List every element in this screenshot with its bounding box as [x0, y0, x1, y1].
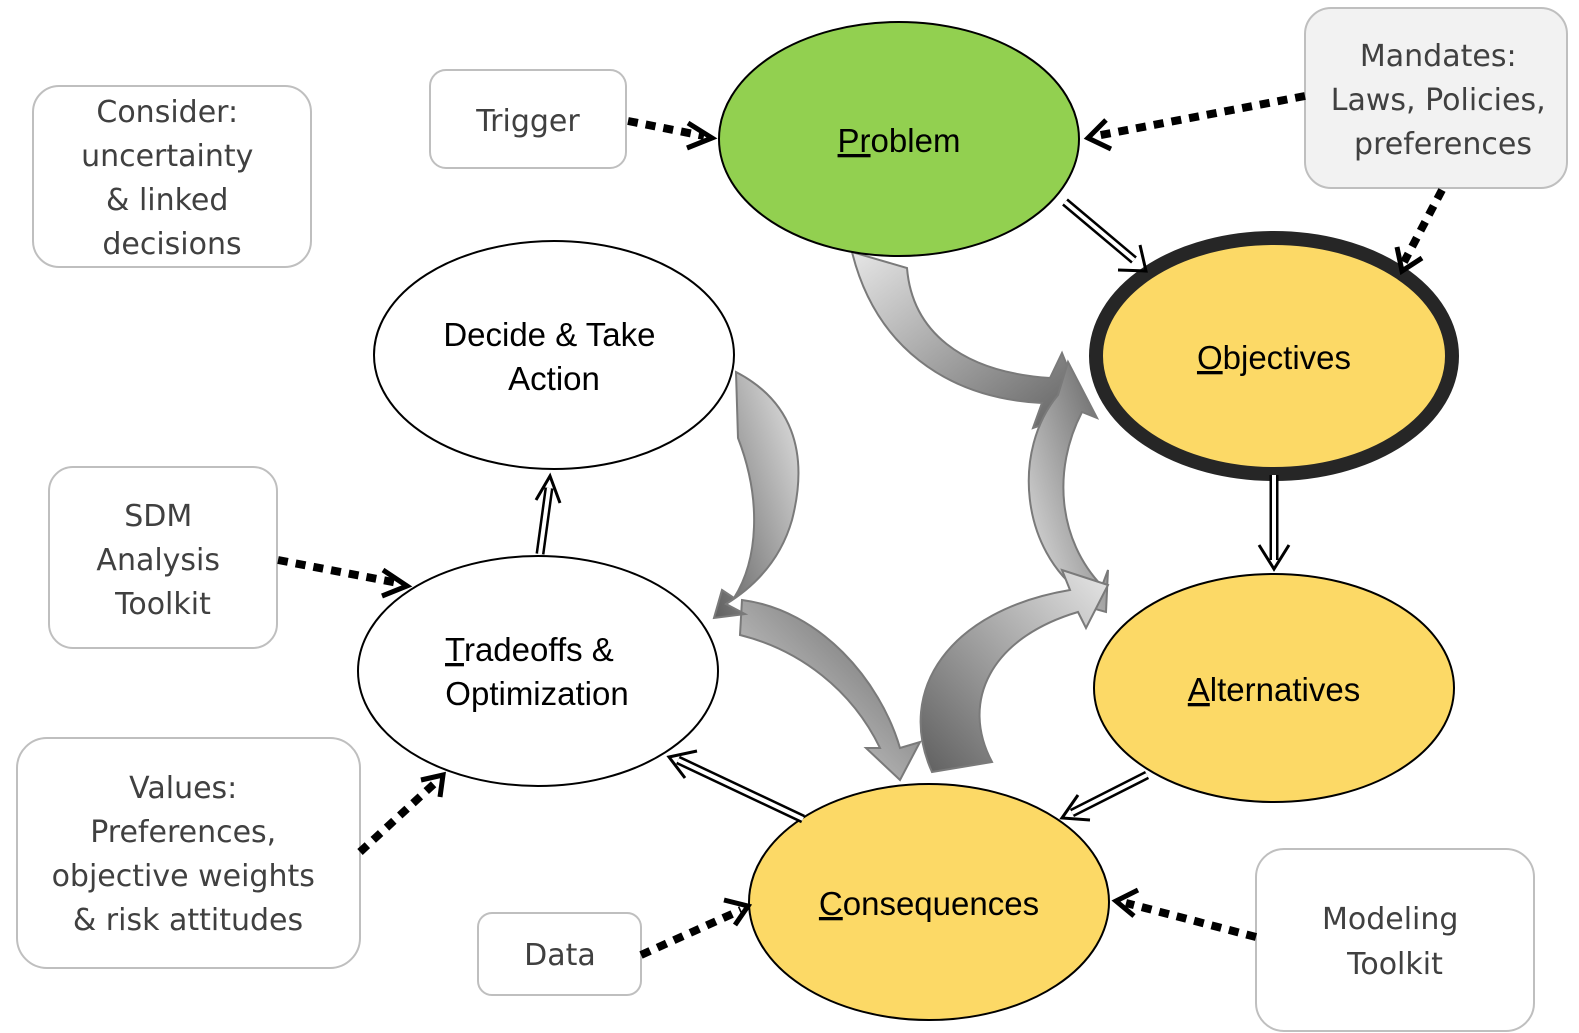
dotted-arrow-trigger-to-problem	[627, 117, 718, 151]
arrow-objectives-to-alternatives	[1257, 475, 1291, 572]
modeling-toolkit-box: Modeling Toolkit	[1255, 848, 1535, 1032]
consequences-node: Consequences	[748, 783, 1110, 1021]
alternatives-node: Alternatives	[1093, 573, 1455, 803]
consider-box: Consider: uncertainty & linked decisions	[32, 85, 312, 268]
curved-arrow-problem-to-objectives	[850, 250, 1087, 430]
dotted-arrow-data-to-consequences	[639, 897, 753, 959]
svg-text:Modeling Toolkit: Modeling Toolkit	[1322, 902, 1468, 982]
dotted-arrow-values-to-tradeoffs	[357, 771, 446, 855]
svg-text:Decide & Take Action: Decide & Take Action	[443, 316, 664, 397]
mandates-box: Mandates: Laws, Policies, preferences	[1304, 7, 1568, 189]
dotted-arrow-sdm-to-tradeoffs	[277, 556, 413, 599]
svg-text:Values: Preferences,: Values: Preferences, objective weights &…	[52, 771, 325, 938]
svg-text:Mandates: Laws, Policies: Mandates: Laws, Policies, preferences	[1331, 39, 1555, 162]
arrow-problem-to-objectives	[1062, 198, 1148, 273]
tradeoffs-node: Tradeoffs & Optimization	[357, 555, 719, 787]
svg-text:Tradeoffs & Optimization: Tradeoffs & Optimization	[445, 631, 629, 712]
curved-arrow-tradeoffs-to-decide	[712, 370, 800, 620]
svg-text:Alternatives: Alternatives	[1188, 671, 1360, 708]
values-box: Values: Preferences, objective weights &…	[16, 737, 361, 969]
arrow-tradeoffs-to-decide	[534, 472, 562, 555]
svg-text:Objectives: Objectives	[1197, 339, 1351, 376]
problem-node: Problem	[718, 21, 1080, 257]
svg-text:Trigger: Trigger	[475, 104, 580, 139]
trigger-box: Trigger	[429, 69, 627, 169]
dotted-arrow-mandates-to-objectives	[1394, 188, 1446, 276]
svg-text:Consider: uncertainty: Consider: uncertainty & linked decisions	[81, 95, 263, 262]
decide-node: Decide & Take Action	[373, 240, 735, 470]
dotted-arrow-modeling-to-consequences	[1111, 887, 1258, 941]
data-box: Data	[477, 912, 642, 996]
curved-arrow-alternatives-to-consequences	[919, 568, 1110, 774]
sdm-toolkit-box: SDM Analysis Toolkit	[48, 466, 278, 649]
curved-arrow-objectives-to-alternatives	[1027, 359, 1109, 614]
svg-text:Consequences: Consequences	[819, 885, 1039, 922]
svg-text:SDM Analysis Toolk: SDM Analysis Toolkit	[96, 499, 229, 622]
arrow-alternatives-to-consequences	[1059, 770, 1150, 822]
svg-text:Problem: Problem	[838, 122, 961, 159]
objectives-node: Objectives	[1089, 231, 1459, 481]
arrow-consequences-to-tradeoffs	[666, 749, 805, 824]
svg-text:Data: Data	[524, 938, 596, 973]
curved-arrow-consequences-to-tradeoffs	[738, 598, 922, 782]
dotted-arrow-mandates-to-problem	[1083, 92, 1306, 152]
